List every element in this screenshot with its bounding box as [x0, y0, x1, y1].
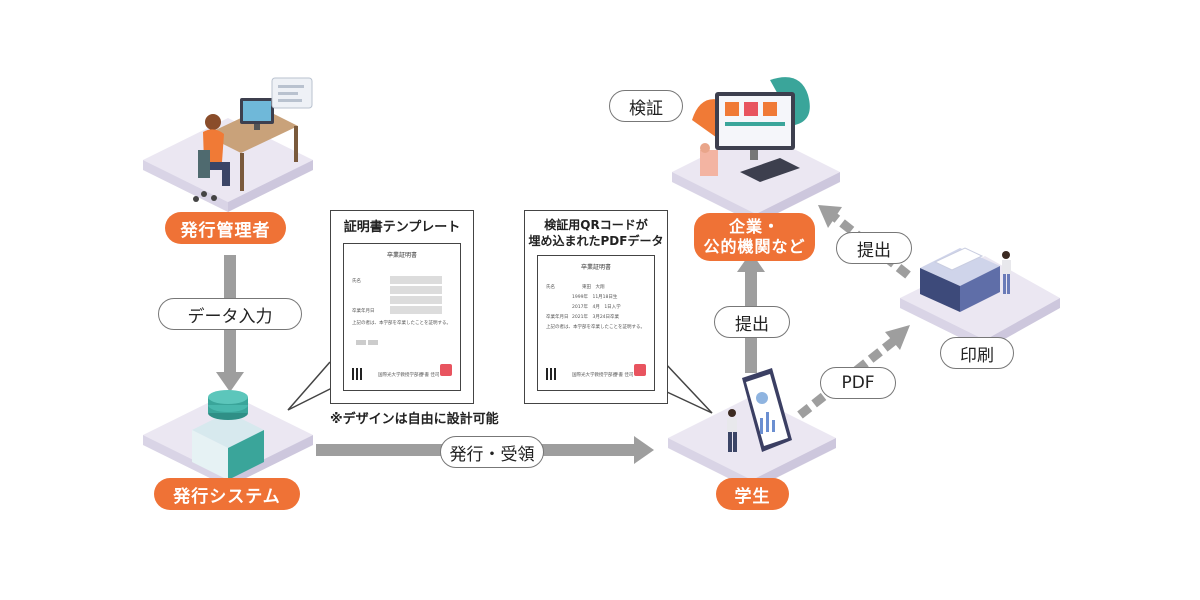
pdf-document: 検証用QRコードが 埋め込まれたPDFデータ 卒業証明書 氏名 東田 大翔 19…: [524, 210, 668, 404]
pdf-body-text: 上記の者は、本学部を卒業したことを証明する。: [546, 325, 645, 330]
template-certificate: 卒業証明書 氏名 卒業年月日 上記の者は、本学部を卒業したことを証明する。 国際…: [343, 243, 461, 391]
admin-illustration: [193, 77, 313, 202]
qr-code-icon: [352, 368, 364, 380]
node-issuer-admin: 発行管理者: [165, 212, 286, 244]
edge-label-issue-receive: 発行・受領: [440, 436, 544, 468]
pdf-name-value: 東田 大翔: [582, 285, 605, 290]
template-placeholder: [356, 340, 366, 345]
template-document-title: 証明書テンプレート: [343, 220, 461, 235]
pdf-certificate: 卒業証明書 氏名 東田 大翔 1999年 11月18日生 2017年 4月 1日…: [537, 255, 655, 391]
pdf-signer: 手書 佳司: [614, 373, 634, 378]
pdf-grad-value: 2021年 3月24日卒業: [572, 315, 620, 320]
template-field-name: 氏名: [352, 279, 361, 284]
template-body-text: 上記の者は、本学部を卒業したことを証明する。: [352, 321, 451, 326]
template-placeholder: [368, 340, 378, 345]
template-footer-org: 国際光大学教授学部長: [378, 373, 423, 378]
seal-icon: [634, 364, 646, 376]
edge-label-pdf: PDF: [820, 367, 896, 399]
seal-icon: [440, 364, 452, 376]
edge-label-submit-printer: 提出: [836, 232, 912, 264]
template-document: 証明書テンプレート 卒業証明書 氏名 卒業年月日 上記の者は、本学部を卒業したこ…: [330, 210, 474, 404]
node-company: 企業・ 公的機関など: [694, 213, 815, 261]
node-student: 学生: [716, 478, 789, 510]
node-issuing-system: 発行システム: [154, 478, 300, 510]
company-illustration: [692, 77, 810, 182]
template-callout-tail: [287, 361, 339, 411]
pdf-entry-value: 2017年 4月 1日入学: [572, 305, 621, 310]
student-platform: [668, 396, 836, 490]
template-input-box: [390, 296, 442, 304]
pdf-footer-org: 国際光大学教授学部長: [572, 373, 617, 378]
pdf-document-title: 検証用QRコードが 埋め込まれたPDFデータ: [528, 218, 664, 248]
pdf-grad-label: 卒業年月日: [546, 315, 569, 320]
template-field-date: 卒業年月日: [352, 309, 375, 314]
template-signer: 手書 佳司: [420, 373, 440, 378]
node-label-print: 印刷: [940, 337, 1014, 369]
pdf-field-name: 氏名: [546, 285, 555, 290]
edge-label-data-entry: データ入力: [158, 298, 302, 330]
template-cert-heading: 卒業証明書: [386, 252, 417, 259]
printer-illustration: [920, 247, 1011, 312]
qr-code-icon: [546, 368, 558, 380]
pdf-cert-heading: 卒業証明書: [580, 264, 611, 271]
template-input-box: [390, 276, 442, 284]
template-input-box: [390, 306, 442, 314]
node-label-verify: 検証: [609, 90, 683, 122]
arrow-submit-printer: [818, 205, 911, 279]
student-illustration: [727, 368, 792, 452]
database-illustration: [192, 390, 264, 480]
edge-label-submit-company: 提出: [714, 306, 790, 338]
pdf-birth-value: 1999年 11月18日生: [572, 295, 618, 300]
template-note: ※デザインは自由に設計可能: [330, 412, 499, 427]
template-input-box: [390, 286, 442, 294]
